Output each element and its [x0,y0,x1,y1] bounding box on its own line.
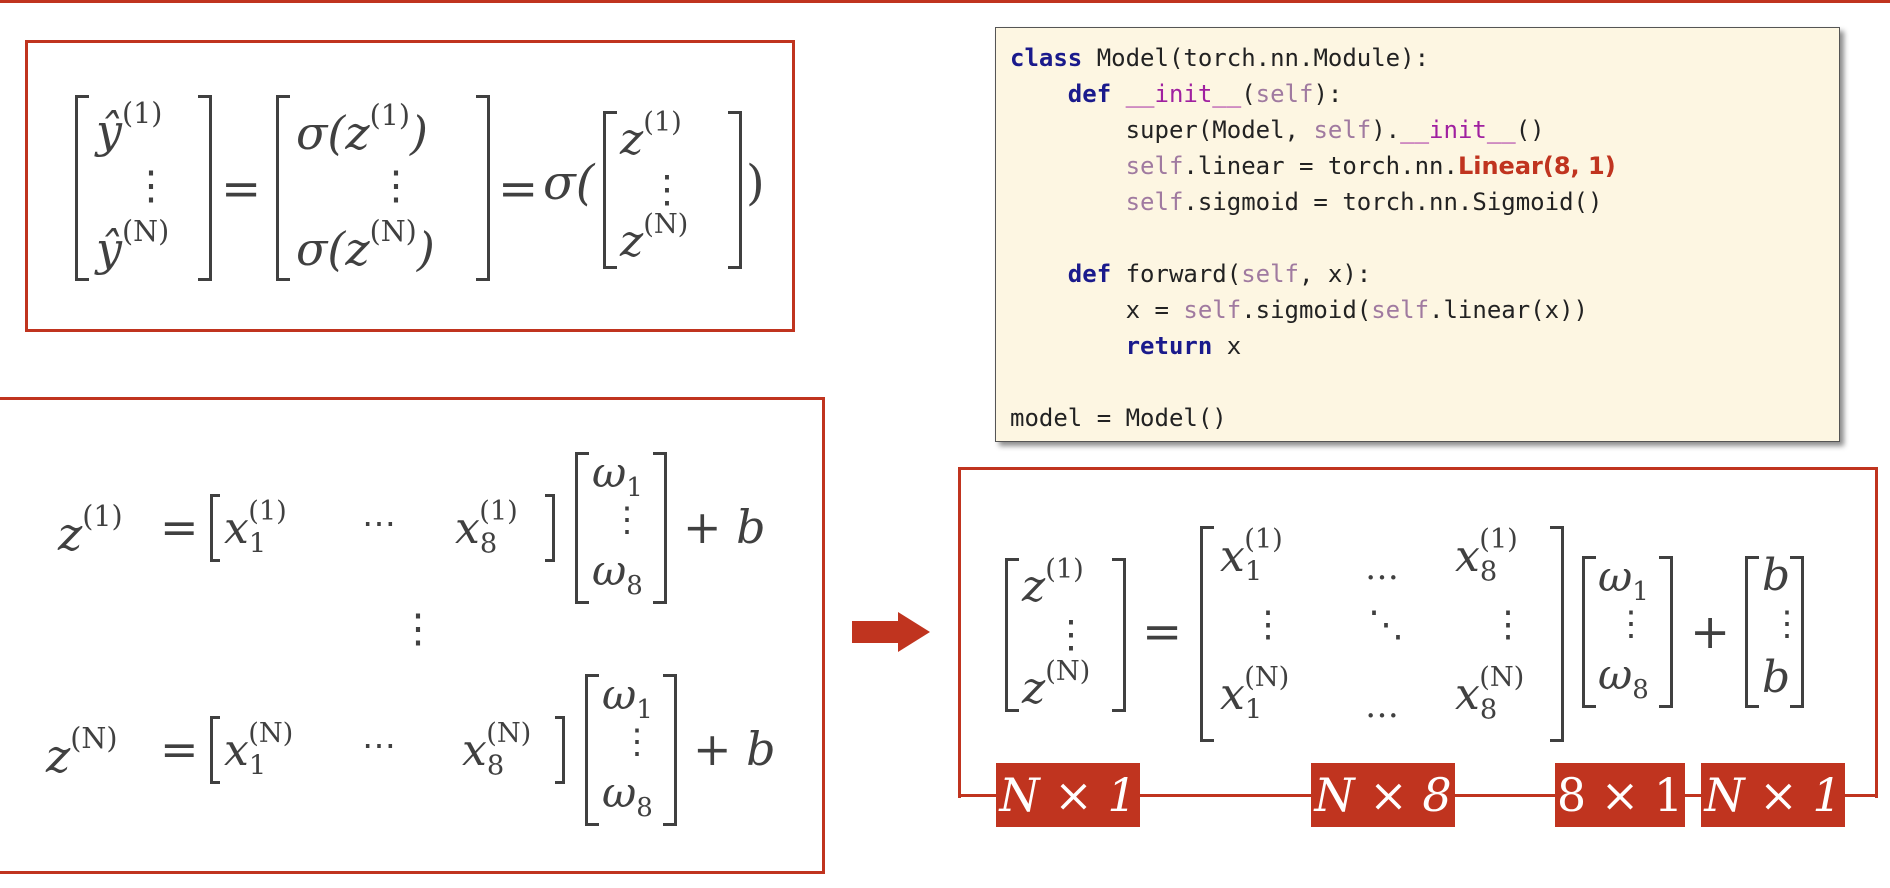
code-block: class Model(torch.nn.Module): def __init… [995,27,1840,442]
bracket [1200,526,1214,742]
bracket [575,452,589,604]
bracket [476,95,490,281]
bracket [1659,556,1673,708]
hdots: ⋯ [362,726,396,766]
yhat-1: ŷ(1) [96,97,163,159]
bracket [653,452,667,604]
dim-label-w: 8 × 1 [1555,763,1685,827]
bracket [1005,558,1019,712]
bracket [210,716,220,784]
omega-8: ω8 [1598,650,1649,706]
code-text: class Model(torch.nn.Module): def __init… [1010,44,1616,432]
sigma: σ( [543,155,595,211]
z-1: z(1) [620,107,682,166]
plus-sign: + [1690,604,1731,660]
yhat-n: ŷ(N) [96,215,170,277]
x1-1: x1(1) [224,496,287,560]
sigmoid-equation-box: ŷ(1) ⋮ ŷ(N) = σ(z(1)) ⋮ σ(z(N)) = σ( z(1… [25,40,795,332]
equals-sign: = [221,161,262,217]
hdots: ⋯ [362,504,396,544]
bracket [1790,556,1804,708]
x-1-1: x1(1) [1220,524,1283,588]
ddots: ⋱ [1368,604,1404,645]
z-n-lhs: z(N) [46,722,118,784]
bracket [728,111,742,269]
close-paren: ) [746,155,765,211]
top-rule [0,0,1890,3]
hdots: … [1365,548,1399,588]
matrix-form-box [958,467,1878,798]
omega-8: ω8 [602,768,653,824]
bracket [1745,556,1759,708]
x8-n: x8(N) [462,718,532,782]
linear-highlight: Linear(8, 1) [1457,152,1616,180]
vdots: ⋮ [1052,612,1090,656]
x-8-1: x8(1) [1455,524,1518,588]
omega-1: ω1 [602,670,653,726]
bracket [276,95,290,281]
vdots: ⋮ [131,163,171,209]
dim-label-z: N × 1 [996,763,1140,827]
b-1: b [1762,550,1791,601]
x8-1: x8(1) [455,496,518,560]
bracket [198,95,212,281]
sigma-zn: σ(z(N)) [296,215,435,277]
bracket [603,111,617,269]
z-1: z(1) [1022,554,1084,613]
b-n: b [1762,652,1791,703]
z-1-lhs: z(1) [58,500,123,562]
equals-sign: = [160,500,199,554]
z-n: z(N) [1022,656,1091,715]
bracket [663,674,677,826]
hdots: … [1365,686,1399,726]
vdots: ⋮ [1770,604,1804,644]
right-arrow-icon [852,621,902,643]
z-n: z(N) [620,209,689,268]
bracket [210,494,220,562]
vdots: ⋮ [648,167,686,211]
bracket [1112,558,1126,712]
equals-sign: = [498,161,539,217]
equals-sign: = [1142,604,1183,660]
bracket [545,494,555,562]
vdots: ⋮ [1490,604,1526,645]
bracket [555,716,565,784]
bracket [75,95,89,281]
right-arrow-head [898,612,930,652]
omega-1: ω1 [1598,552,1649,608]
plus-b: + b [683,500,766,554]
bracket [585,674,599,826]
vdots: ⋮ [610,500,644,540]
plus-b: + b [693,722,776,776]
vdots: ⋮ [1250,604,1286,645]
omega-8: ω8 [592,546,643,602]
omega-1: ω1 [592,448,643,504]
equals-sign: = [160,722,199,776]
vdots: ⋮ [376,163,416,209]
vdots: ⋮ [620,722,654,762]
bracket [1550,526,1564,742]
x1-n: x1(N) [224,718,294,782]
dim-label-x: N × 8 [1311,763,1455,827]
vdots: ⋮ [1614,604,1648,644]
bracket [1582,556,1596,708]
per-sample-equations-box: z(1) = x1(1) ⋯ x8(1) ω1 ⋮ ω8 + b ⋮ z(N) … [0,397,825,874]
x-1-n: x1(N) [1220,662,1290,726]
box-right-edge [1875,467,1878,797]
x-8-n: x8(N) [1455,662,1525,726]
dim-label-b: N × 1 [1701,763,1845,827]
vdots: ⋮ [398,606,438,652]
sigma-z1: σ(z(1)) [296,99,428,161]
